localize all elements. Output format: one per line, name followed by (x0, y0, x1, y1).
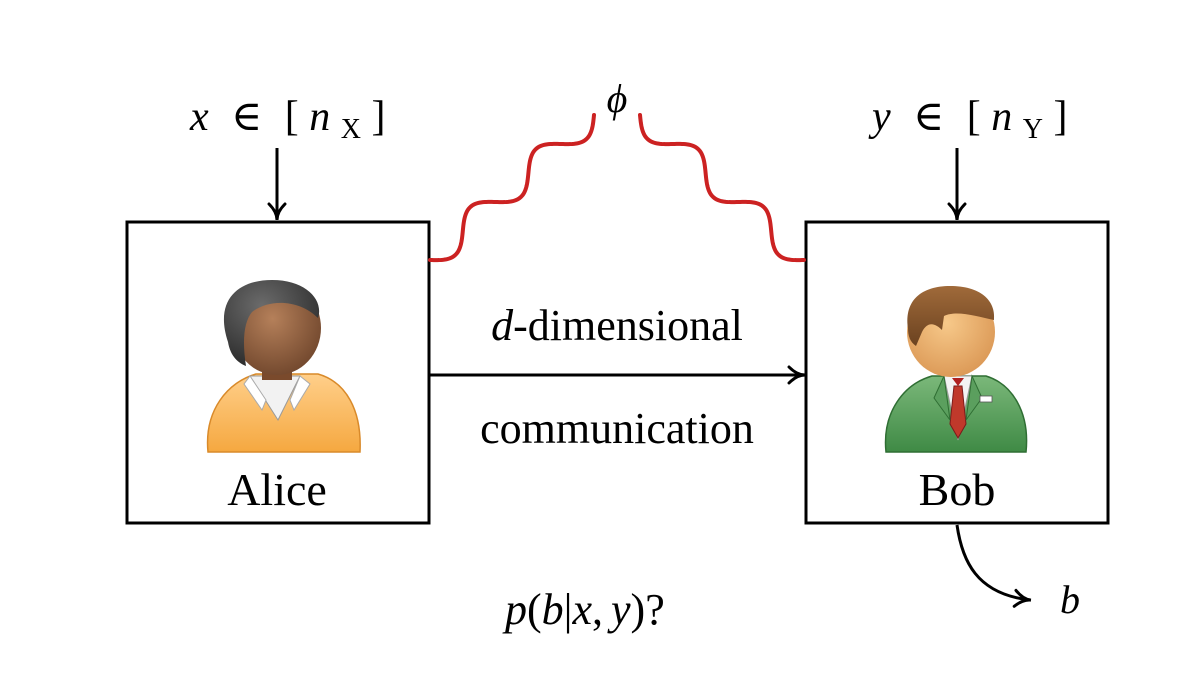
alice-n-symbol: n (309, 94, 330, 140)
channel-label-rest: -dimensional (513, 301, 743, 350)
shared-state-wave-right (638, 113, 806, 263)
bob-avatar-icon (884, 286, 1028, 453)
alice-input-var: x (189, 94, 209, 140)
question-close-paren: ) (631, 585, 646, 634)
bob-name: Bob (919, 464, 996, 515)
question-bar: | (564, 585, 573, 634)
question-x: x (571, 585, 592, 634)
bob-set-symbol: ∈ (913, 94, 944, 140)
alice-avatar-icon (206, 280, 361, 453)
bob-n-symbol: n (991, 94, 1012, 140)
question-open-paren: ( (527, 585, 542, 634)
alice-bracket-open: [ (285, 94, 299, 140)
bob-output-var: b (1060, 577, 1080, 622)
channel-dim-var: d (491, 301, 514, 350)
question-p: p (502, 585, 527, 634)
question-qmark: ? (645, 585, 665, 634)
question-label: p(b|x,y)? (502, 585, 665, 634)
bob-bracket-open: [ (967, 94, 981, 140)
shared-state-symbol: ϕ (607, 76, 628, 121)
bob-n-subscript: Y (1023, 114, 1043, 145)
bob-input-var: y (868, 94, 891, 140)
alice-box (125, 220, 431, 525)
alice-set-symbol: ∈ (231, 94, 262, 140)
channel-label-line2: communication (480, 404, 754, 453)
shared-state-wave-left (428, 113, 596, 263)
alice-name: Alice (227, 464, 327, 515)
question-y: y (607, 585, 631, 634)
channel-label-line1: d-dimensional (491, 301, 743, 350)
question-b: b (542, 585, 564, 634)
question-comma: , (592, 585, 603, 634)
bob-box (804, 220, 1110, 525)
bob-input-label: y ∈ [ n Y ] (868, 94, 1067, 148)
bob-bracket-close: ] (1053, 94, 1067, 140)
alice-n-subscript: X (341, 114, 361, 145)
alice-input-label: x ∈ [ n X ] (189, 94, 385, 148)
alice-bracket-close: ] (371, 94, 385, 140)
bob-output-arrow (955, 524, 1032, 608)
